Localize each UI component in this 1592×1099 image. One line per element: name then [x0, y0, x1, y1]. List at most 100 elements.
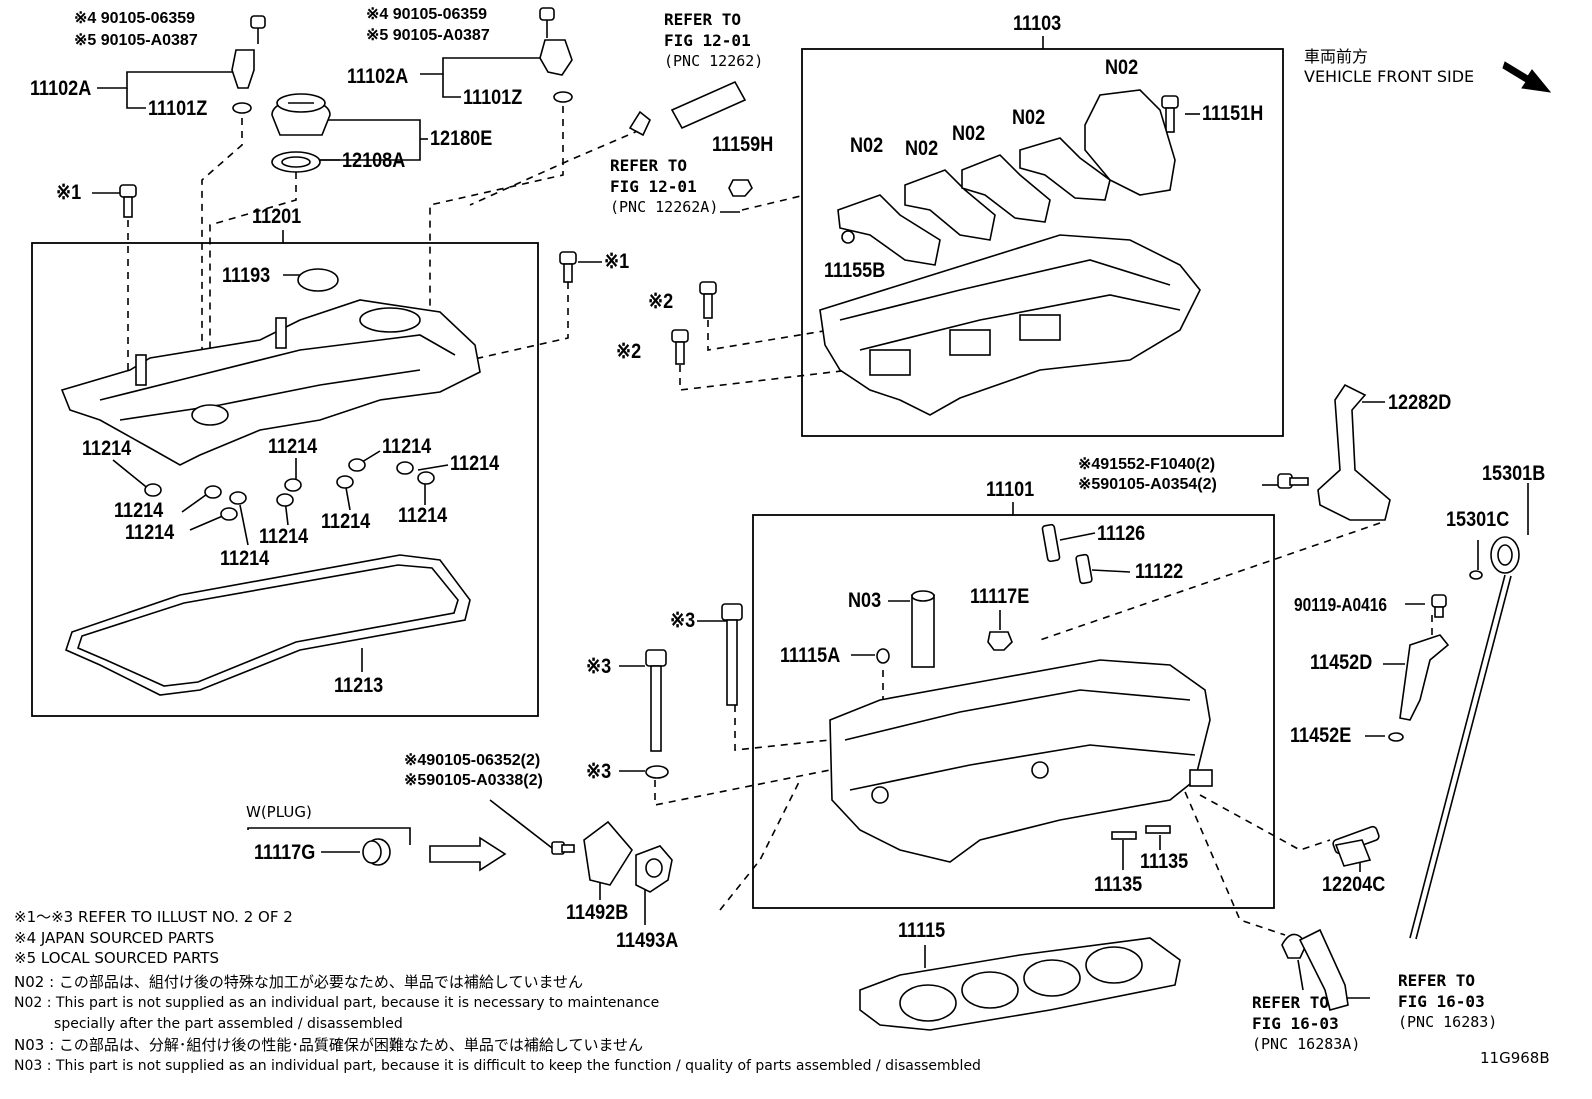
label-11151h[interactable]: 11151H	[1202, 102, 1264, 125]
label-11214-7[interactable]: 11214	[382, 435, 432, 458]
guide-11452d	[1399, 634, 1450, 721]
cam-sensor-right	[539, 7, 573, 103]
hose-16283	[1281, 928, 1349, 1011]
leader-11101z-left	[126, 88, 146, 109]
label-11214-3[interactable]: 11214	[125, 521, 175, 544]
label-11101[interactable]: 11101	[986, 478, 1035, 501]
label-11155b[interactable]: 11155B	[824, 259, 886, 282]
label-11117g[interactable]: 11117G	[254, 841, 316, 864]
label-11135-a[interactable]: 11135	[1094, 873, 1143, 896]
bolt-code-cover-1: ※490105-06352(2)	[404, 752, 541, 769]
pin-11115a	[876, 648, 890, 664]
bolt-code-left-1: ※4 90105-06359	[74, 10, 196, 27]
pin-11135-b	[1145, 825, 1171, 834]
dipstick-15301b	[1409, 536, 1520, 940]
label-11452d[interactable]: 11452D	[1310, 651, 1373, 674]
camshaft-housing	[819, 234, 1201, 416]
label-15301c[interactable]: 15301C	[1446, 508, 1510, 531]
label-12204c[interactable]: 12204C	[1322, 873, 1386, 896]
leader-11214-7	[361, 450, 381, 463]
label-11214-5[interactable]: 11214	[268, 435, 318, 458]
label-11214-10[interactable]: 11214	[398, 504, 448, 527]
note-line-5: N02 : This part is not supplied as an in…	[14, 995, 660, 1011]
label-90119-a0416[interactable]: 90119-A0416	[1294, 595, 1387, 615]
label-12180e[interactable]: 12180E	[430, 127, 493, 150]
label-11214-6[interactable]: 11214	[259, 525, 309, 548]
label-11214-2[interactable]: 11214	[114, 499, 164, 522]
bearing-caps-n02	[837, 89, 1176, 266]
label-11214-9[interactable]: 11214	[450, 452, 500, 475]
label-11135-b[interactable]: 11135	[1140, 850, 1189, 873]
leader-11214-4	[239, 504, 249, 546]
label-11213[interactable]: 11213	[334, 674, 384, 697]
label-11214-8[interactable]: 11214	[321, 510, 371, 533]
label-11126[interactable]: 11126	[1097, 522, 1146, 545]
label-11102a-left[interactable]: 11102A	[30, 77, 92, 100]
label-n02-d: N02	[905, 137, 939, 160]
label-11101z-left[interactable]: 11101Z	[148, 97, 208, 120]
label-15301b[interactable]: 15301B	[1482, 462, 1546, 485]
label-11214-4[interactable]: 11214	[220, 547, 270, 570]
leader-11102a-left	[97, 71, 242, 89]
label-11102a-right[interactable]: 11102A	[347, 65, 409, 88]
dash-mark2-b	[679, 365, 851, 391]
bolt-11151h	[1161, 95, 1179, 133]
label-11101z-right[interactable]: 11101Z	[463, 86, 523, 109]
label-12108a[interactable]: 12108A	[342, 149, 406, 172]
bolt-mark1-left	[119, 184, 137, 218]
leader-cover-bolt	[489, 799, 553, 849]
label-mark2-b: ※2	[616, 340, 642, 363]
label-11115a[interactable]: 11115A	[780, 644, 841, 667]
oring-11452e	[1388, 732, 1404, 742]
label-11193[interactable]: 11193	[222, 264, 271, 287]
label-11492b[interactable]: 11492B	[566, 901, 629, 924]
head-gasket-11115	[859, 937, 1181, 1031]
label-11103[interactable]: 11103	[1013, 12, 1062, 35]
sleeve-n03	[911, 594, 935, 668]
label-n02-a: N02	[1105, 56, 1139, 79]
label-11122[interactable]: 11122	[1135, 560, 1184, 583]
vehicle-front-arrow-icon	[1502, 61, 1552, 93]
bolt-code-left-2: ※5 90105-A0387	[74, 32, 198, 49]
label-11493a[interactable]: 11493A	[616, 929, 679, 952]
label-wplug: W(PLUG)	[246, 803, 312, 821]
label-11201[interactable]: 11201	[252, 205, 302, 228]
vehicle-front-jp: 車両前方	[1304, 47, 1369, 66]
label-11159h[interactable]: 11159H	[712, 133, 774, 156]
note-line-2: ※4 JAPAN SOURCED PARTS	[14, 929, 215, 947]
cylinder-head	[829, 659, 1213, 863]
label-n02-c: N02	[952, 122, 986, 145]
dash-bracket	[1039, 522, 1381, 641]
bolt-code-bracket-2: ※590105-A0354(2)	[1078, 476, 1217, 493]
bolt-90119	[1431, 594, 1447, 618]
bolt-mark2-b	[671, 329, 689, 365]
leader-11101z-right	[442, 74, 461, 98]
label-mark3-c: ※3	[586, 760, 612, 783]
label-11214-1[interactable]: 11214	[82, 437, 132, 460]
note-line-6: specially after the part assembled / dis…	[14, 1016, 403, 1032]
valve-12204c	[1332, 825, 1380, 867]
label-11117e[interactable]: 11117E	[970, 585, 1030, 608]
clips-11214	[144, 458, 435, 521]
dash-bolt-mark3-b	[654, 769, 831, 806]
arrow-icon	[429, 836, 507, 872]
leader-11214-9	[417, 464, 449, 471]
bolt-code-cover-2: ※590105-A0338(2)	[404, 772, 543, 789]
label-12282d[interactable]: 12282D	[1388, 391, 1452, 414]
label-11115[interactable]: 11115	[898, 919, 946, 942]
label-11452e[interactable]: 11452E	[1290, 724, 1352, 747]
pin-11126	[1041, 523, 1061, 563]
pin-11122	[1075, 553, 1093, 585]
label-mark3-b: ※3	[586, 655, 612, 678]
note-line-1: ※1～※3 REFER TO ILLUST NO. 2 OF 2	[14, 908, 293, 926]
leader-wplug-bracket	[247, 827, 411, 845]
leader-11214-1	[112, 459, 151, 491]
plug-11117e	[987, 631, 1013, 651]
head-bolt-mark3-a	[721, 603, 743, 706]
bracket-12282d	[1317, 383, 1391, 521]
label-n02-b: N02	[1012, 106, 1046, 129]
